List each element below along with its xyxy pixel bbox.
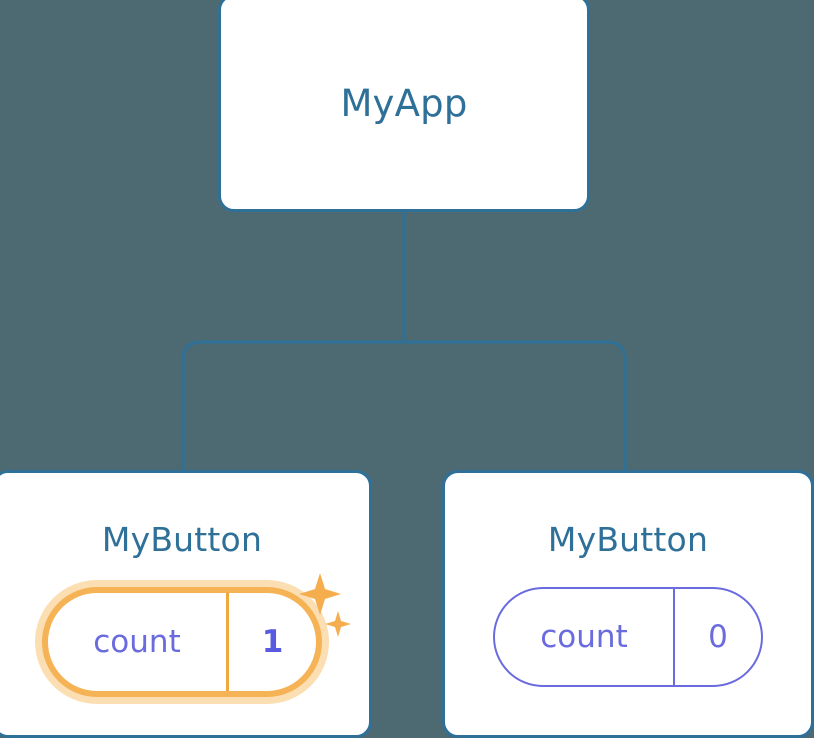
state-pill-plain[interactable]: count 0 [493, 587, 763, 687]
node-mybutton-left-title: MyButton [101, 520, 263, 559]
state-pill-right-wrapper: count 0 [445, 587, 811, 687]
node-myapp-title: MyApp [340, 81, 468, 125]
sparkle-small-icon [325, 611, 351, 637]
state-pill-highlighted[interactable]: count 1 [42, 573, 351, 697]
connector-branch-left [181, 340, 202, 472]
node-myapp[interactable]: MyApp [218, 0, 590, 212]
state-key-label: count [93, 624, 181, 660]
state-pill-left-wrapper: count 1 [0, 573, 369, 697]
state-value-label: 0 [673, 589, 761, 685]
state-value-label: 1 [226, 593, 316, 691]
node-mybutton-right[interactable]: MyButton count 0 [442, 470, 814, 738]
node-mybutton-right-title: MyButton [547, 520, 709, 559]
node-mybutton-left[interactable]: MyButton count 1 [0, 470, 372, 738]
connector-branch-right [606, 340, 627, 472]
state-key-label: count [540, 619, 628, 655]
